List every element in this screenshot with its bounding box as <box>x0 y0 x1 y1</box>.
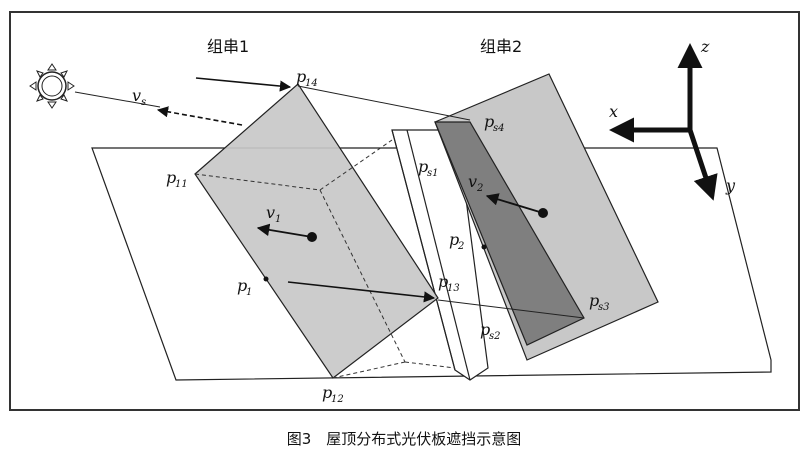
group1-label: 组串1 <box>207 37 249 56</box>
svg-text:p: p <box>166 168 176 187</box>
axis-z-label: z <box>700 37 710 56</box>
sun-icon <box>29 63 75 109</box>
svg-text:s4: s4 <box>493 123 505 134</box>
svg-text:13: 13 <box>447 283 460 294</box>
svg-text:v: v <box>468 172 477 191</box>
sun-ray-2-ext <box>437 299 585 319</box>
label-p14: p14 <box>296 67 318 89</box>
svg-text:v: v <box>132 86 141 105</box>
label-ps2: ps2 <box>480 320 501 342</box>
svg-text:1: 1 <box>275 214 281 225</box>
vs-line <box>74 91 161 108</box>
label-p11: p11 <box>166 168 188 190</box>
svg-text:p: p <box>589 291 599 310</box>
svg-text:p: p <box>322 383 332 402</box>
svg-text:p: p <box>438 272 448 291</box>
coordinate-axes <box>609 43 718 201</box>
figure-caption: 图3 屋顶分布式光伏板遮挡示意图 <box>287 430 522 448</box>
label-ps4: ps4 <box>484 112 505 134</box>
svg-text:12: 12 <box>331 394 344 405</box>
svg-text:p: p <box>237 276 247 295</box>
svg-text:11: 11 <box>175 179 188 190</box>
panel-group1 <box>194 83 439 379</box>
point-p2 <box>481 244 487 250</box>
label-p2: p2 <box>449 230 464 252</box>
group2-label: 组串2 <box>480 37 522 56</box>
svg-text:p: p <box>296 67 306 86</box>
label-p12: p12 <box>322 383 344 405</box>
sun-ray-1-ext <box>297 85 471 121</box>
panel-group2 <box>434 73 659 361</box>
svg-text:14: 14 <box>305 78 318 89</box>
projection-lines <box>194 139 456 379</box>
svg-text:p: p <box>418 157 428 176</box>
svg-text:p: p <box>480 320 490 339</box>
sun-ray-1 <box>195 77 292 92</box>
sun-ray-2 <box>287 281 436 303</box>
svg-text:2: 2 <box>457 241 464 252</box>
svg-text:1: 1 <box>246 287 252 298</box>
v1-arrow <box>256 223 313 238</box>
label-ps1: ps1 <box>418 157 439 179</box>
svg-text:s3: s3 <box>598 302 610 313</box>
label-ps3: ps3 <box>589 291 610 313</box>
v2-arrow <box>485 193 544 214</box>
svg-text:s2: s2 <box>489 331 501 342</box>
svg-text:2: 2 <box>476 183 483 194</box>
svg-text:p: p <box>449 230 459 249</box>
label-p1: p1 <box>237 276 252 298</box>
axis-y-label: y <box>725 176 736 195</box>
svg-text:v: v <box>266 203 275 222</box>
axis-x-label: x <box>609 102 618 121</box>
point-p1 <box>263 276 269 282</box>
label-p13: p13 <box>438 272 460 294</box>
svg-text:s: s <box>141 97 146 108</box>
svg-text:s1: s1 <box>427 168 439 179</box>
svg-text:p: p <box>484 112 494 131</box>
vs-arrow <box>156 106 243 126</box>
